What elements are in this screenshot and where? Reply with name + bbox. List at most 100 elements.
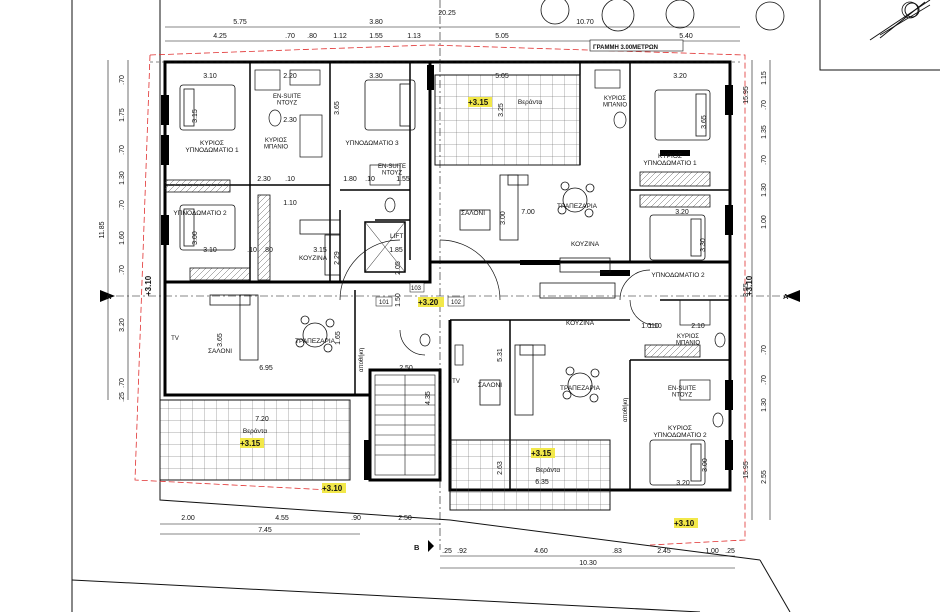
- svg-text:5.05: 5.05: [495, 33, 509, 40]
- dimension-labels-bottom: 2.00 4.55 .90 2.50 7.45 .25 .92 4.60 .83…: [181, 515, 735, 567]
- svg-text:.70: .70: [119, 200, 126, 210]
- svg-text:1.12: 1.12: [333, 33, 347, 40]
- dimension-lines: [100, 0, 800, 569]
- svg-text:2.10: 2.10: [691, 323, 705, 330]
- svg-text:2.29: 2.29: [334, 251, 341, 265]
- north-arrow-icon: [879, 1, 926, 39]
- room-label-tv: TV: [452, 379, 460, 385]
- svg-text:3.20: 3.20: [676, 480, 690, 487]
- svg-text:3.15: 3.15: [313, 247, 327, 254]
- room-label-veranda-bottom: Βεράντα: [536, 466, 560, 474]
- svg-text:3.80: 3.80: [369, 19, 383, 26]
- svg-text:15.95: 15.95: [743, 86, 750, 104]
- svg-text:2.05: 2.05: [395, 261, 402, 275]
- svg-text:3.10: 3.10: [203, 247, 217, 254]
- svg-text:3.65: 3.65: [334, 101, 341, 115]
- level-tag: +3.10: [322, 484, 343, 493]
- svg-text:6.35: 6.35: [535, 479, 549, 486]
- svg-text:1.30: 1.30: [761, 183, 768, 197]
- svg-text:1.35: 1.35: [761, 125, 768, 139]
- level-tag: +3.10: [745, 275, 754, 296]
- room-label-tv: TV: [171, 336, 179, 342]
- svg-text:102: 102: [451, 300, 462, 306]
- veranda-top-area: [434, 74, 581, 166]
- svg-text:1.00: 1.00: [705, 548, 719, 555]
- level-tag: +3.15: [468, 98, 489, 107]
- svg-text:.70: .70: [285, 33, 295, 40]
- svg-text:3.30: 3.30: [369, 73, 383, 80]
- svg-text:.70: .70: [119, 378, 126, 388]
- window-marks: [161, 65, 733, 480]
- svg-text:3.65: 3.65: [217, 333, 224, 347]
- svg-text:.70: .70: [761, 345, 768, 355]
- svg-text:A: A: [106, 292, 112, 301]
- kitchen-counters: [299, 219, 616, 299]
- svg-text:1.10: 1.10: [648, 323, 662, 330]
- setback-label: ΓΡΑΜΜΗ 3.00ΜΕΤΡΩΝ: [589, 39, 684, 52]
- svg-text:3.00: 3.00: [702, 458, 709, 472]
- door-swings: [339, 239, 656, 356]
- svg-text:7.45: 7.45: [258, 527, 272, 534]
- room-label-bed-2-right: ΥΠΝΟΔΩΜΑΤΙΟ 2: [651, 272, 705, 279]
- staircase: [374, 374, 436, 476]
- room-label-bed-3: ΥΠΝΟΔΩΜΑΤΙΟ 3: [345, 140, 399, 147]
- svg-text:2.55: 2.55: [761, 470, 768, 484]
- svg-text:2.50: 2.50: [398, 515, 412, 522]
- section-marker-a-right: A: [783, 290, 800, 302]
- section-marker-a-left: A: [100, 290, 115, 302]
- level-tags: +3.15 +3.20 +3.15 +3.15 +3.10 +3.10 +3.1…: [144, 97, 754, 528]
- svg-text:1.10: 1.10: [283, 200, 297, 207]
- room-label-kitchen-right: ΚΟΥΖΙΝΑ: [566, 320, 595, 327]
- setback-line: [134, 44, 746, 546]
- room-label-storage: αποθήκη: [358, 348, 365, 372]
- plot-boundary: [71, 0, 940, 612]
- dimension-labels-top: 5.75 3.80 20.25 10.70 4.25 .70 .80 1.12 …: [213, 10, 693, 40]
- svg-text:.25: .25: [119, 392, 126, 402]
- svg-text:3.20: 3.20: [673, 73, 687, 80]
- svg-text:101: 101: [379, 300, 390, 306]
- svg-text:1.80: 1.80: [343, 176, 357, 183]
- room-label-dining-mid: ΤΡΑΠΕΖΑΡΙΑ: [557, 203, 598, 210]
- svg-text:3.25: 3.25: [498, 103, 505, 117]
- svg-text:1.85: 1.85: [389, 247, 403, 254]
- svg-text:1.30: 1.30: [119, 171, 126, 185]
- svg-text:2.30: 2.30: [283, 117, 297, 124]
- door-tags: 101 102 103: [375, 282, 465, 307]
- svg-text:3.10: 3.10: [203, 73, 217, 80]
- svg-text:.10: .10: [365, 176, 375, 183]
- svg-text:1.65: 1.65: [335, 331, 342, 345]
- svg-text:4.60: 4.60: [534, 548, 548, 555]
- veranda-bottom-area: [449, 439, 611, 511]
- svg-text:.70: .70: [761, 375, 768, 385]
- svg-text:B: B: [414, 543, 420, 552]
- room-label-dining: ΤΡΑΠΕΖΑΡΙΑ: [295, 338, 336, 345]
- svg-text:11.85: 11.85: [99, 221, 106, 238]
- svg-text:7.20: 7.20: [255, 416, 269, 423]
- level-tag: +3.15: [240, 439, 261, 448]
- lift-shaft: [364, 221, 406, 273]
- svg-text:2.30: 2.30: [257, 176, 271, 183]
- svg-text:.70: .70: [119, 145, 126, 155]
- svg-text:2.00: 2.00: [181, 515, 195, 522]
- level-tag: +3.20: [418, 298, 439, 307]
- svg-text:.92: .92: [457, 548, 467, 555]
- svg-text:3.15: 3.15: [192, 109, 199, 123]
- svg-text:.90: .90: [351, 515, 361, 522]
- room-label-veranda: Βεράντα: [243, 427, 267, 435]
- dimension-labels-inner: 3.10 2.20 3.30 5.05 3.20 2.30 3.15 3.65 …: [192, 73, 709, 487]
- room-label-kitchen: ΚΟΥΖΙΝΑ: [299, 255, 328, 262]
- svg-text:3.65: 3.65: [701, 115, 708, 129]
- bed-icons: [179, 79, 711, 486]
- dining-tables: [295, 181, 600, 403]
- svg-text:1.010: 1.010: [641, 323, 659, 330]
- dimension-labels-left: .70 1.75 .70 1.30 .70 1.60 .70 3.20 .70 …: [99, 75, 126, 402]
- room-label-veranda-top: Βεράντα: [518, 98, 542, 106]
